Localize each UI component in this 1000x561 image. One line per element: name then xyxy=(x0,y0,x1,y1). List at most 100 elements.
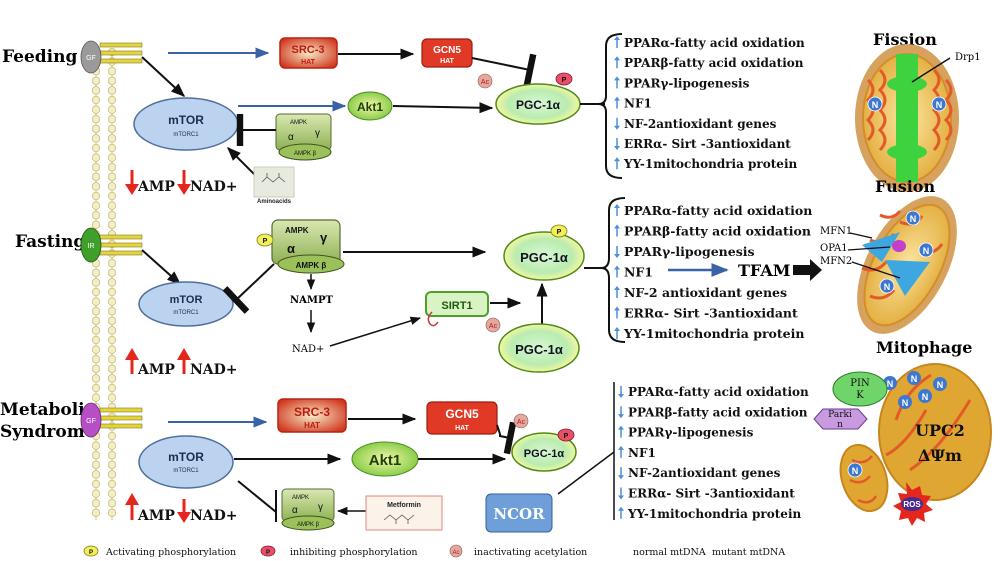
drp1-label: Drp1 xyxy=(955,52,981,63)
gcn5-hat-feeding: GCN5 HAT xyxy=(421,38,473,68)
arrow-nad-sirt1 xyxy=(329,316,422,347)
gene-arrowhead xyxy=(614,265,620,270)
membrane-bead xyxy=(107,268,117,277)
svg-text:P: P xyxy=(266,550,270,556)
bracket-feeding xyxy=(597,33,623,179)
gene-arrowhead xyxy=(614,76,620,81)
svg-text:PGC-1α: PGC-1α xyxy=(524,448,565,460)
membrane-bead xyxy=(107,364,117,373)
svg-text:Parki: Parki xyxy=(828,410,852,420)
svg-text:mTORC1: mTORC1 xyxy=(173,132,199,138)
gf-receptor-feeding: GF xyxy=(80,40,143,74)
svg-text:PGC-1α: PGC-1α xyxy=(520,250,568,265)
mitophage-label: Mitophage xyxy=(876,338,972,357)
membrane-bead xyxy=(91,124,101,133)
gene-item: NF1 xyxy=(624,97,652,111)
link-mtor-ampk-metabolic xyxy=(237,480,277,513)
membrane-bead xyxy=(91,470,101,479)
svg-text:n: n xyxy=(837,420,843,430)
gene-item: YY-1mitochondria protein xyxy=(623,326,804,341)
svg-text:mTOR: mTOR xyxy=(170,294,203,306)
gene-arrowhead xyxy=(614,125,620,130)
membrane-bead xyxy=(107,383,117,393)
membrane-bead xyxy=(107,355,117,364)
fasting-label: Fasting xyxy=(15,232,85,252)
legend-inhibiting: inhibiting phosphorylation xyxy=(290,547,418,558)
metabolic-levels: AMP NAD+ xyxy=(125,493,238,524)
membrane-bead xyxy=(91,364,101,373)
membrane-bead xyxy=(91,201,101,210)
svg-text:Aminoacids: Aminoacids xyxy=(257,199,292,205)
membrane-bead xyxy=(107,441,117,450)
svg-text:GF: GF xyxy=(86,418,96,425)
membrane-bead xyxy=(91,86,101,95)
membrane-bead xyxy=(107,153,117,162)
gcn5-hat-metabolic: GCN5 HAT xyxy=(426,401,498,435)
svg-text:AMPK β: AMPK β xyxy=(296,261,327,270)
svg-text:γ: γ xyxy=(315,128,320,139)
gene-item: NF1 xyxy=(624,265,653,280)
membrane-bead xyxy=(91,220,101,229)
svg-text:Ac: Ac xyxy=(489,323,498,330)
arrow-tfam-fusion xyxy=(793,259,822,281)
membrane-bead xyxy=(107,220,117,229)
svg-text:Akt1: Akt1 xyxy=(369,452,402,469)
gene-item: PPARα-fatty acid oxidation xyxy=(624,36,805,50)
membrane-bead xyxy=(107,326,117,335)
svg-text:mTORC1: mTORC1 xyxy=(173,310,199,316)
svg-text:α: α xyxy=(292,505,298,516)
parkin: Parki n xyxy=(813,408,868,430)
membrane-bead xyxy=(107,172,117,181)
ampk-fasting: AMPK α γ AMPK β P xyxy=(256,219,345,274)
membrane-bead xyxy=(91,460,101,469)
pgc1a-fasting-active: PGC-1α P xyxy=(503,224,585,281)
membrane-bead xyxy=(107,278,117,287)
gene-arrowhead xyxy=(618,414,624,419)
membrane-bead xyxy=(91,115,101,124)
membrane-bead xyxy=(107,431,117,441)
link-ncor-genes xyxy=(557,451,615,495)
svg-text:GCN5: GCN5 xyxy=(433,45,461,56)
inhibit-gcn5-pgc xyxy=(471,53,537,87)
metformin-box: Metformin xyxy=(365,495,443,531)
gene-item: PPARβ-fatty acid oxidation xyxy=(624,56,804,70)
gene-arrowhead xyxy=(614,96,620,101)
ncor-box: NCOR xyxy=(485,493,553,533)
feeding-levels: AMP NAD+ xyxy=(125,170,238,195)
gene-item: PPARα-fatty acid oxidation xyxy=(624,203,812,218)
gf-receptor-metabolic: GF xyxy=(80,402,143,438)
svg-text:mTOR: mTOR xyxy=(168,450,204,464)
membrane-bead xyxy=(107,67,117,76)
aminoacids-box: Aminoacids xyxy=(253,166,295,205)
membrane-bead xyxy=(107,489,117,498)
cell-membrane xyxy=(91,47,117,520)
gene-item: PPARγ-lipogenesis xyxy=(624,244,755,259)
svg-text:N: N xyxy=(936,100,943,110)
nad-label: NAD+ xyxy=(292,344,324,355)
mtor-metabolic: mTOR mTORC1 xyxy=(138,435,234,489)
arrow-aminoacids-mtor xyxy=(227,147,257,177)
membrane-bead xyxy=(91,489,101,498)
svg-text:PGC-1α: PGC-1α xyxy=(516,98,561,112)
membrane-bead xyxy=(91,268,101,277)
svg-text:ROS: ROS xyxy=(903,500,921,509)
svg-text:Metformin: Metformin xyxy=(387,502,421,509)
svg-text:N: N xyxy=(910,214,917,224)
membrane-bead xyxy=(91,393,101,402)
svg-text:NAD+: NAD+ xyxy=(190,362,238,378)
src3-hat-metabolic: SRC-3 HAT xyxy=(277,398,347,433)
svg-text:HAT: HAT xyxy=(440,58,455,65)
svg-text:ΔΨm: ΔΨm xyxy=(918,446,962,465)
legend-activating: Activating phosphorylation xyxy=(105,547,236,558)
nampt-label: NAMPT xyxy=(290,295,333,306)
svg-text:Ac: Ac xyxy=(481,79,490,86)
svg-text:K: K xyxy=(856,390,864,401)
membrane-bead xyxy=(107,105,117,114)
svg-text:α: α xyxy=(288,132,294,143)
svg-text:GF: GF xyxy=(86,55,96,62)
inhibit-ampk-mtor-fasting xyxy=(222,263,275,314)
svg-text:HAT: HAT xyxy=(301,59,316,66)
membrane-bead xyxy=(107,134,117,143)
gene-arrowhead xyxy=(614,224,620,229)
